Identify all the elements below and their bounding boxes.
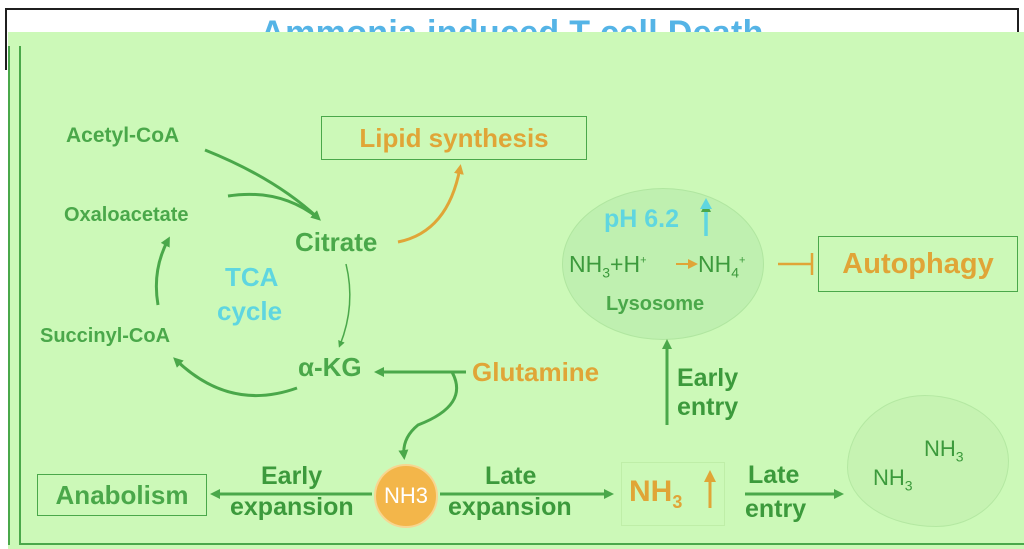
- late-entry-line1: Late: [748, 461, 800, 489]
- anabolism-label: Anabolism: [55, 480, 189, 510]
- oxaloacetate-label: Oxaloacetate: [64, 204, 189, 226]
- late-expansion-line1: Late: [485, 462, 537, 490]
- t-cell-shape: [847, 395, 1009, 527]
- arrow-akg-succinylcoa: [173, 357, 298, 398]
- autophagy-label: Autophagy: [842, 247, 994, 280]
- late-entry-line2: entry: [745, 495, 807, 523]
- lysosome-label: Lysosome: [606, 293, 705, 315]
- lipid-synthesis-label: Lipid synthesis: [359, 123, 549, 153]
- ammonia-box-label: NH3: [629, 475, 683, 512]
- ammonia-circle: NH3: [374, 464, 438, 528]
- early-expansion-line1: Early: [261, 462, 323, 490]
- ph-label: pH 6.2: [604, 205, 680, 233]
- tca-label: TCA: [225, 262, 279, 292]
- reaction-nh4: NH4+: [698, 251, 746, 281]
- arrow-glutamine-nh3: [398, 371, 458, 460]
- early-entry-line1: Early: [677, 364, 739, 392]
- ammonia-circle-label: NH3: [383, 483, 428, 508]
- alpha-kg-label: α-KG: [298, 352, 362, 382]
- anabolism-box: Anabolism: [37, 474, 207, 516]
- acetyl-coa-label: Acetyl-CoA: [66, 124, 180, 147]
- inhibit-autophagy: [778, 253, 814, 275]
- arrow-succinylcoa-oxaloacetate: [154, 236, 170, 306]
- early-entry-line2: entry: [677, 393, 739, 421]
- ammonia-increase-box: NH3: [621, 462, 725, 526]
- early-expansion-line2: expansion: [230, 493, 354, 521]
- panel-border-bottom: [19, 543, 1024, 545]
- reaction-nh3: NH3+H+: [569, 251, 647, 281]
- autophagy-box: Autophagy: [818, 236, 1018, 292]
- citrate-label: Citrate: [295, 227, 378, 257]
- cell-ammonia-b: NH3: [873, 465, 913, 494]
- lipid-synthesis-box: Lipid synthesis: [321, 116, 587, 160]
- late-expansion-line2: expansion: [448, 493, 572, 521]
- cycle-label-text: cycle: [217, 296, 283, 326]
- panel-border-left-outer: [8, 46, 10, 545]
- cell-ammonia-a: NH3: [924, 436, 964, 465]
- lysosome-shape: [562, 188, 764, 340]
- arrow-citrate-lipid: [397, 164, 464, 244]
- arrow-oxaloacetate-citrate: [227, 192, 319, 220]
- succinyl-coa-label: Succinyl-CoA: [40, 325, 171, 347]
- panel-border-left-inner: [19, 46, 21, 545]
- arrow-citrate-akg: [338, 263, 351, 348]
- glutamine-label: Glutamine: [472, 357, 600, 387]
